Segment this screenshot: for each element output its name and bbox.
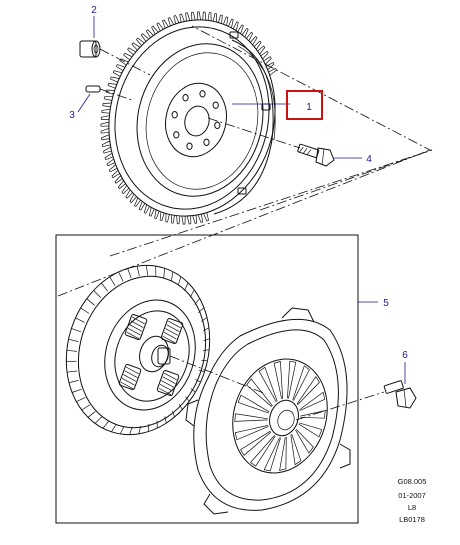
clutch-cover-pressure-plate xyxy=(185,307,385,515)
callout-2[interactable]: 2 xyxy=(91,5,97,16)
clutch-kit-box xyxy=(55,234,359,524)
spigot-bush xyxy=(79,40,151,76)
reference-code: G08.005 xyxy=(398,477,427,486)
damper-springs xyxy=(118,313,184,397)
diaphragm-spring-fingers xyxy=(234,360,326,472)
cover-bolt xyxy=(383,380,417,409)
highlight-box xyxy=(286,90,323,120)
ring-gear-teeth xyxy=(100,11,277,225)
callout-3[interactable]: 3 xyxy=(69,110,75,121)
leader-3 xyxy=(77,93,91,113)
callout-6[interactable]: 6 xyxy=(402,350,408,361)
callout-1[interactable]: 1 xyxy=(306,102,312,113)
alignment-line-lower xyxy=(259,149,433,211)
reference-id: LB0178 xyxy=(399,515,425,524)
callout-4[interactable]: 4 xyxy=(366,154,372,165)
flywheel-bolt xyxy=(207,117,335,167)
flywheel xyxy=(100,11,277,225)
callout-5[interactable]: 5 xyxy=(383,298,389,309)
reference-model: L8 xyxy=(408,503,416,512)
dowel-pin xyxy=(85,85,133,101)
drawing-reference-block: G08.005 01-2007 L8 LB0178 xyxy=(398,477,427,524)
alignment-line-mid xyxy=(109,149,433,257)
flywheel-bolt-holes xyxy=(171,90,221,150)
reference-date: 01-2007 xyxy=(398,491,426,500)
